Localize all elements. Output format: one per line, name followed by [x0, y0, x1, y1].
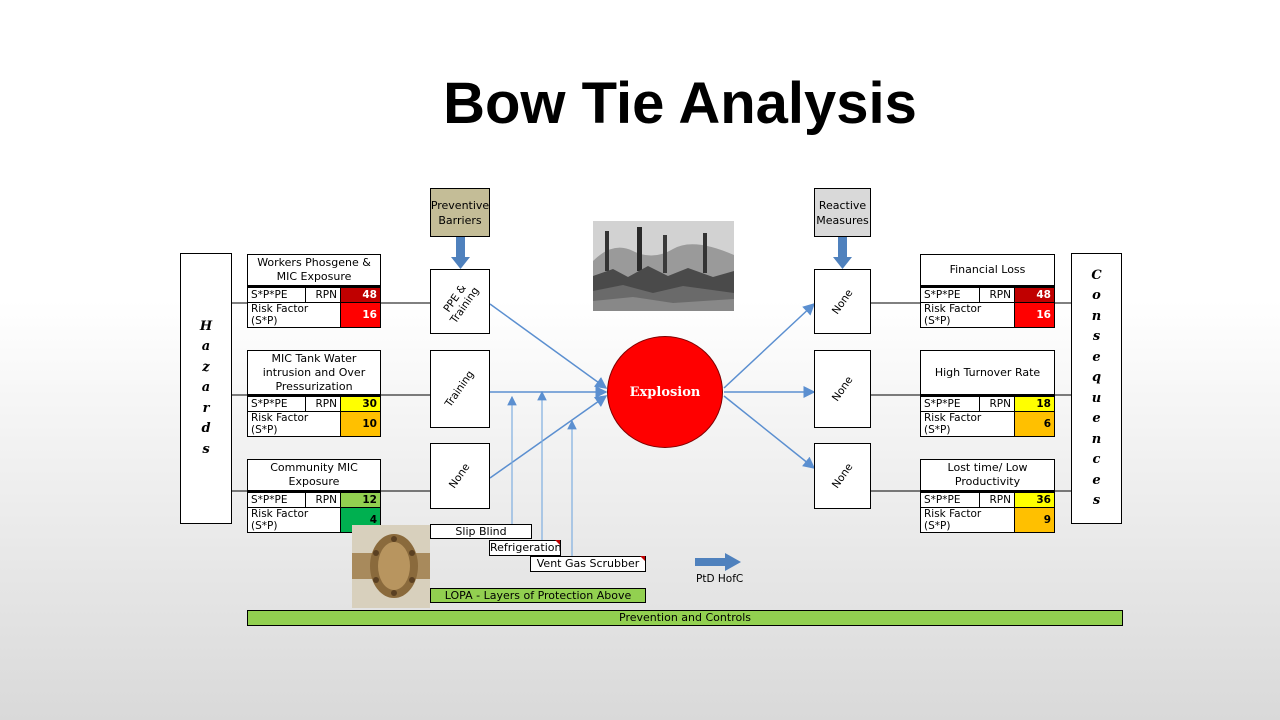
hazard-1-title: Workers Phosgene & MIC Exposure — [247, 254, 381, 287]
hazard-2-title: MIC Tank Water intrusion and Over Pressu… — [247, 350, 381, 396]
preventive-barriers-header: Preventive Barriers — [430, 188, 490, 237]
consequence-2-rf: 6 — [1014, 411, 1055, 437]
consequence-3-rpn: 36 — [1014, 492, 1055, 508]
consequence-2-rpn: 18 — [1014, 396, 1055, 412]
hazard-2-rf: 10 — [340, 411, 381, 437]
reactive-barrier-3: None — [814, 443, 871, 509]
hazard-2-rpn: 30 — [340, 396, 381, 412]
consequence-1-rpn: 48 — [1014, 287, 1055, 303]
reactive-barrier-1: None — [814, 269, 871, 334]
preventive-barrier-3: None — [430, 443, 490, 509]
consequence-3-rf: 9 — [1014, 507, 1055, 533]
consequence-2-title: High Turnover Rate — [920, 350, 1055, 396]
arrow-event-to-reactive-3 — [723, 395, 816, 469]
hazard-1-rpn: 48 — [340, 287, 381, 303]
arrow-barrier-3-to-event — [489, 395, 608, 479]
consequence-1-title: Financial Loss — [920, 254, 1055, 287]
lopa-item-slip-blind: Slip Blind — [430, 524, 532, 539]
arrow-barrier-1-to-event — [489, 303, 608, 389]
ptd-label: PtD HofC — [696, 573, 744, 585]
lopa-label-bar: LOPA - Layers of Protection Above — [430, 588, 646, 603]
consequence-3-title: Lost time/ Low Productivity — [920, 459, 1055, 492]
hazard-3-rpn: 12 — [340, 492, 381, 508]
lopa-item-vent-gas-scrubber: Vent Gas Scrubber — [530, 556, 646, 572]
lopa-item-refrigeration: Refrigeration — [489, 540, 562, 556]
central-event-explosion: Explosion — [607, 336, 723, 448]
consequence-1-rf: 16 — [1014, 302, 1055, 328]
ptd-arrow-icon — [695, 558, 727, 566]
reactive-measures-header: Reactive Measures — [814, 188, 871, 237]
page-title: Bow Tie Analysis — [443, 71, 917, 136]
consequences-label-box: C o n s e q u e n c e s — [1071, 253, 1122, 524]
hazard-3-title: Community MIC Exposure — [247, 459, 381, 492]
arrow-event-to-reactive-1 — [723, 302, 816, 389]
preventive-barrier-1: PPE & Training — [430, 269, 490, 334]
disaster-photo — [593, 221, 734, 311]
prevention-controls-bar: Prevention and Controls — [247, 610, 1123, 626]
preventive-barrier-2: Training — [430, 350, 490, 428]
reactive-barrier-2: None — [814, 350, 871, 428]
hazards-label-box: H a z a r d s — [180, 253, 232, 524]
flange-photo — [352, 525, 430, 608]
hazard-1-rf: 16 — [340, 302, 381, 328]
